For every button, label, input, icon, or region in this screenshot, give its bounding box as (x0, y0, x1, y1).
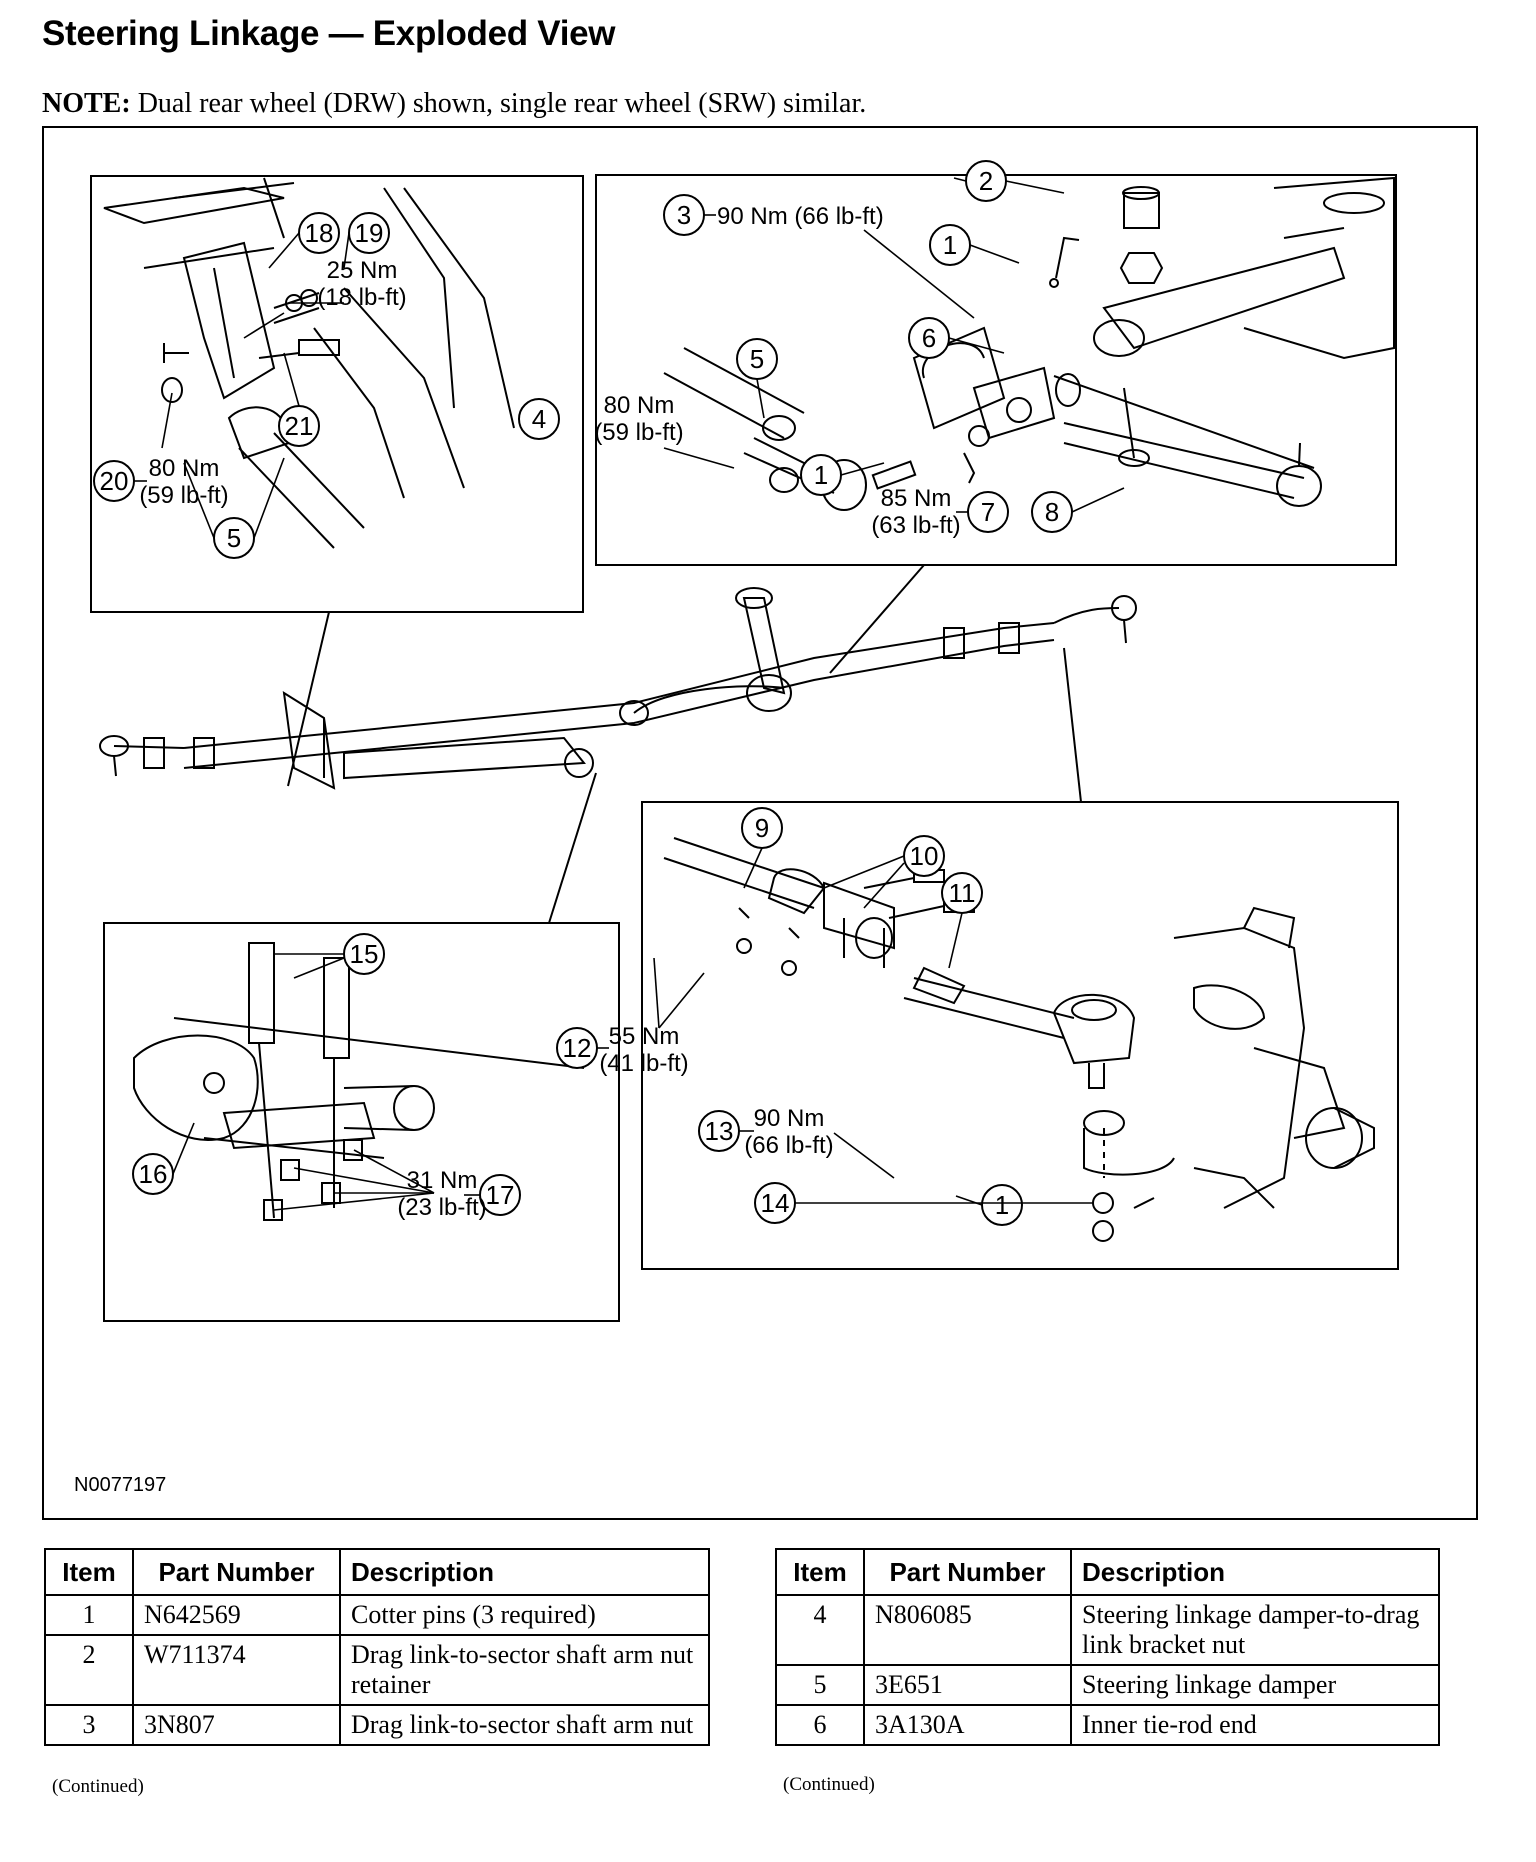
cell-description: Drag link-to-sector shaft arm nut (339, 1704, 710, 1746)
cell-part-number: W711374 (132, 1634, 341, 1706)
table-row: 3 3N807 Drag link-to-sector shaft arm nu… (44, 1704, 710, 1746)
header-part-number: Part Number (863, 1548, 1072, 1596)
callout-11-label: 11 (949, 878, 976, 908)
callout-1-label: 1 (943, 230, 957, 260)
callout-6-label: 6 (922, 323, 936, 353)
table-header-row: Item Part Number Description (775, 1548, 1440, 1596)
torque-4-nm: 80 Nm (604, 392, 675, 419)
page-title: Steering Linkage — Exploded View (42, 14, 616, 53)
note: NOTE: Dual rear wheel (DRW) shown, singl… (42, 88, 866, 120)
table-row: 1 N642569 Cotter pins (3 required) (44, 1594, 710, 1636)
cell-description: Steering linkage damper (1070, 1664, 1440, 1706)
callout-1-label: 1 (995, 1190, 1009, 1220)
cell-description: Inner tie-rod end (1070, 1704, 1440, 1746)
table-row: 6 3A130A Inner tie-rod end (775, 1704, 1440, 1746)
cell-item: 6 (775, 1704, 865, 1746)
continued-right: (Continued) (783, 1774, 875, 1795)
note-text: Dual rear wheel (DRW) shown, single rear… (137, 88, 867, 119)
torque-4-lbft: (59 lb-ft) (594, 419, 683, 446)
header-description: Description (339, 1548, 710, 1596)
torque-13-lbft: (66 lb-ft) (744, 1132, 833, 1159)
callout-17-label: 17 (486, 1180, 515, 1210)
table-row: 2 W711374 Drag link-to-sector shaft arm … (44, 1634, 710, 1706)
callout-18-label: 18 (305, 218, 334, 248)
inset-bottom-left (103, 922, 620, 1322)
header-item: Item (44, 1548, 134, 1596)
inset-bottom-right (641, 801, 1399, 1270)
callout-19-label: 19 (355, 218, 384, 248)
callout-4 (518, 398, 560, 440)
cell-item: 5 (775, 1664, 865, 1706)
header-part-number: Part Number (132, 1548, 341, 1596)
table-header-row: Item Part Number Description (44, 1548, 710, 1596)
callout-8-label: 8 (1045, 497, 1059, 527)
cell-part-number: 3N807 (132, 1704, 341, 1746)
torque-13-nm: 90 Nm (754, 1105, 825, 1132)
parts-table-left: Item Part Number Description 1 N642569 C… (44, 1548, 710, 1746)
torque-17-nm: 31 Nm (407, 1167, 478, 1194)
torque-7-nm: 85 Nm (881, 485, 952, 512)
cell-part-number: N806085 (863, 1594, 1072, 1666)
cell-item: 2 (44, 1634, 134, 1706)
figure-id: N0077197 (74, 1474, 167, 1496)
torque-20-lbft: (59 lb-ft) (139, 482, 228, 509)
cell-description: Drag link-to-sector shaft arm nut retain… (339, 1634, 710, 1706)
torque-12-lbft: (41 lb-ft) (599, 1050, 688, 1077)
torque-17-lbft: (23 lb-ft) (397, 1194, 486, 1221)
callout-10-label: 10 (910, 841, 939, 871)
callout-20-label: 20 (100, 466, 129, 496)
header-description: Description (1070, 1548, 1440, 1596)
cell-description: Cotter pins (3 required) (339, 1594, 710, 1636)
callout-5-label: 5 (227, 523, 241, 553)
exploded-view-drawing: 18 19 21 20 5 2 1 3 6 5 4 1 7 8 15 16 17… (90, 160, 1399, 1322)
callout-5-label: 5 (750, 344, 764, 374)
cell-part-number: N642569 (132, 1594, 341, 1636)
callout-2-label: 2 (979, 166, 993, 196)
callout-16-label: 16 (139, 1159, 168, 1189)
callout-14-label: 14 (761, 1188, 790, 1218)
callout-9-label: 9 (755, 813, 769, 843)
callout-15-label: 15 (350, 939, 379, 969)
cell-item: 4 (775, 1594, 865, 1666)
cell-description: Steering linkage damper-to-drag link bra… (1070, 1594, 1440, 1666)
callout-4-label: 4 (532, 404, 546, 434)
torque-3: 90 Nm (66 lb-ft) (717, 203, 884, 230)
cell-part-number: 3A130A (863, 1704, 1072, 1746)
header-item: Item (775, 1548, 865, 1596)
torque-20-nm: 80 Nm (149, 455, 220, 482)
inset-top-left (90, 175, 584, 613)
torque-19-lbft: (18 lb-ft) (317, 284, 406, 311)
continued-left: (Continued) (52, 1776, 144, 1797)
callout-21-label: 21 (285, 411, 314, 441)
cell-item: 3 (44, 1704, 134, 1746)
callout-7-label: 7 (981, 497, 995, 527)
note-label: NOTE: (42, 88, 131, 119)
exploded-view-figure: 18 19 21 20 5 2 1 3 6 5 4 1 7 8 15 16 17… (42, 126, 1478, 1520)
parts-table-right: Item Part Number Description 4 N806085 S… (775, 1548, 1440, 1746)
callout-1-label: 1 (814, 460, 828, 490)
cell-item: 1 (44, 1594, 134, 1636)
callout-3-label: 3 (677, 200, 691, 230)
torque-19-nm: 25 Nm (327, 257, 398, 284)
table-row: 4 N806085 Steering linkage damper-to-dra… (775, 1594, 1440, 1666)
cell-part-number: 3E651 (863, 1664, 1072, 1706)
callout-12-label: 12 (563, 1033, 592, 1063)
table-row: 5 3E651 Steering linkage damper (775, 1664, 1440, 1706)
callout-13-label: 13 (705, 1116, 734, 1146)
torque-7-lbft: (63 lb-ft) (871, 512, 960, 539)
torque-12-nm: 55 Nm (609, 1023, 680, 1050)
